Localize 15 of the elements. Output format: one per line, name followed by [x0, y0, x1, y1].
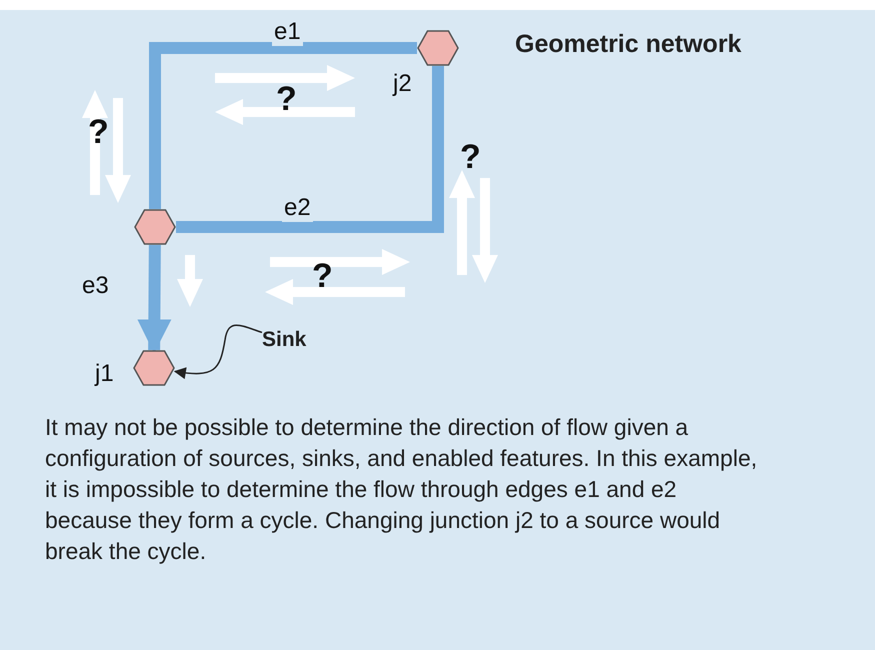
question-mark: ?	[312, 257, 333, 296]
pipe-edge	[149, 42, 417, 209]
junction-hexagon	[134, 209, 176, 245]
question-mark: ?	[88, 113, 109, 152]
caption: It may not be possible to determine the direction of flow given a configuration of sources, sinks, and enabled features. In this example, it is impossible to determine the flow through edges e1 and e2 because they form a cycle. Changing junction j2 to a source would break the cycle.	[45, 413, 758, 566]
question-mark: ?	[460, 138, 481, 177]
junction-label: j1	[95, 360, 114, 388]
junction-hexagon	[417, 30, 459, 66]
junction-hexagon	[133, 350, 175, 386]
leader-line	[174, 324, 262, 379]
title: Geometric network	[515, 30, 742, 59]
pipe-edge	[176, 66, 444, 233]
question-mark: ?	[276, 80, 297, 119]
sink-label: Sink	[262, 328, 306, 352]
junction-label: j2	[393, 70, 412, 98]
